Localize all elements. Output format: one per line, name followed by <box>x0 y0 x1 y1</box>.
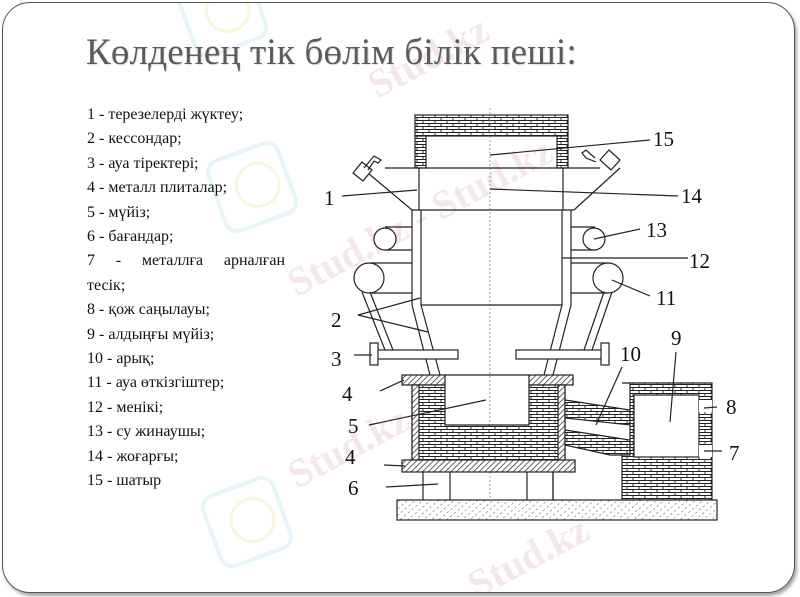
legend-item: 10 - арық; <box>87 350 155 368</box>
label-9: 9 <box>671 326 682 350</box>
legend-item: 14 - жоғарғы; <box>87 447 179 465</box>
legend-list: 1 - терезелерді жүктеу; 2 - кессондар; 3… <box>87 103 285 494</box>
legend-item: 15 - шатыр <box>87 472 162 490</box>
label-10: 10 <box>620 342 641 366</box>
legend-item: 1 - терезелерді жүктеу; <box>87 106 244 123</box>
legend-item: 3 - ауа тіректері; <box>87 154 199 172</box>
legend-item: 4 - металл плиталар; <box>87 179 228 197</box>
label-4-bottom: 4 <box>345 445 356 469</box>
label-13: 13 <box>646 218 667 242</box>
legend-item: 9 - алдыңғы мүйіз; <box>87 325 215 343</box>
label-4-top: 4 <box>342 382 353 406</box>
label-15: 15 <box>653 127 674 151</box>
label-2: 2 <box>331 308 342 332</box>
legend-item: 12 - менікі; <box>87 398 164 416</box>
legend-item: 7 - металлға арналған <box>87 252 285 270</box>
roof-brick <box>414 114 569 137</box>
label-7: 7 <box>729 441 740 465</box>
legend-item: 8 - қож саңылауы; <box>87 301 210 319</box>
label-11: 11 <box>656 286 676 310</box>
label-14: 14 <box>681 184 703 208</box>
label-6: 6 <box>348 476 359 500</box>
legend-item: 13 - су жинаушы; <box>87 423 206 441</box>
legend-item: 6 - бағандар; <box>87 228 174 246</box>
legend-item: 11 - ауа өткізгіштер; <box>87 374 225 392</box>
label-12: 12 <box>689 249 710 273</box>
label-1: 1 <box>324 186 335 210</box>
slide-title: Көлденең тік бөлім білік пеші: <box>86 32 577 73</box>
legend-item: 2 - кессондар; <box>87 130 182 148</box>
label-5: 5 <box>348 414 359 438</box>
label-8: 8 <box>726 395 737 419</box>
legend-item-continued: тесік; <box>87 276 126 294</box>
label-3: 3 <box>331 347 342 371</box>
legend-item: 5 - мүйіз; <box>87 203 151 221</box>
